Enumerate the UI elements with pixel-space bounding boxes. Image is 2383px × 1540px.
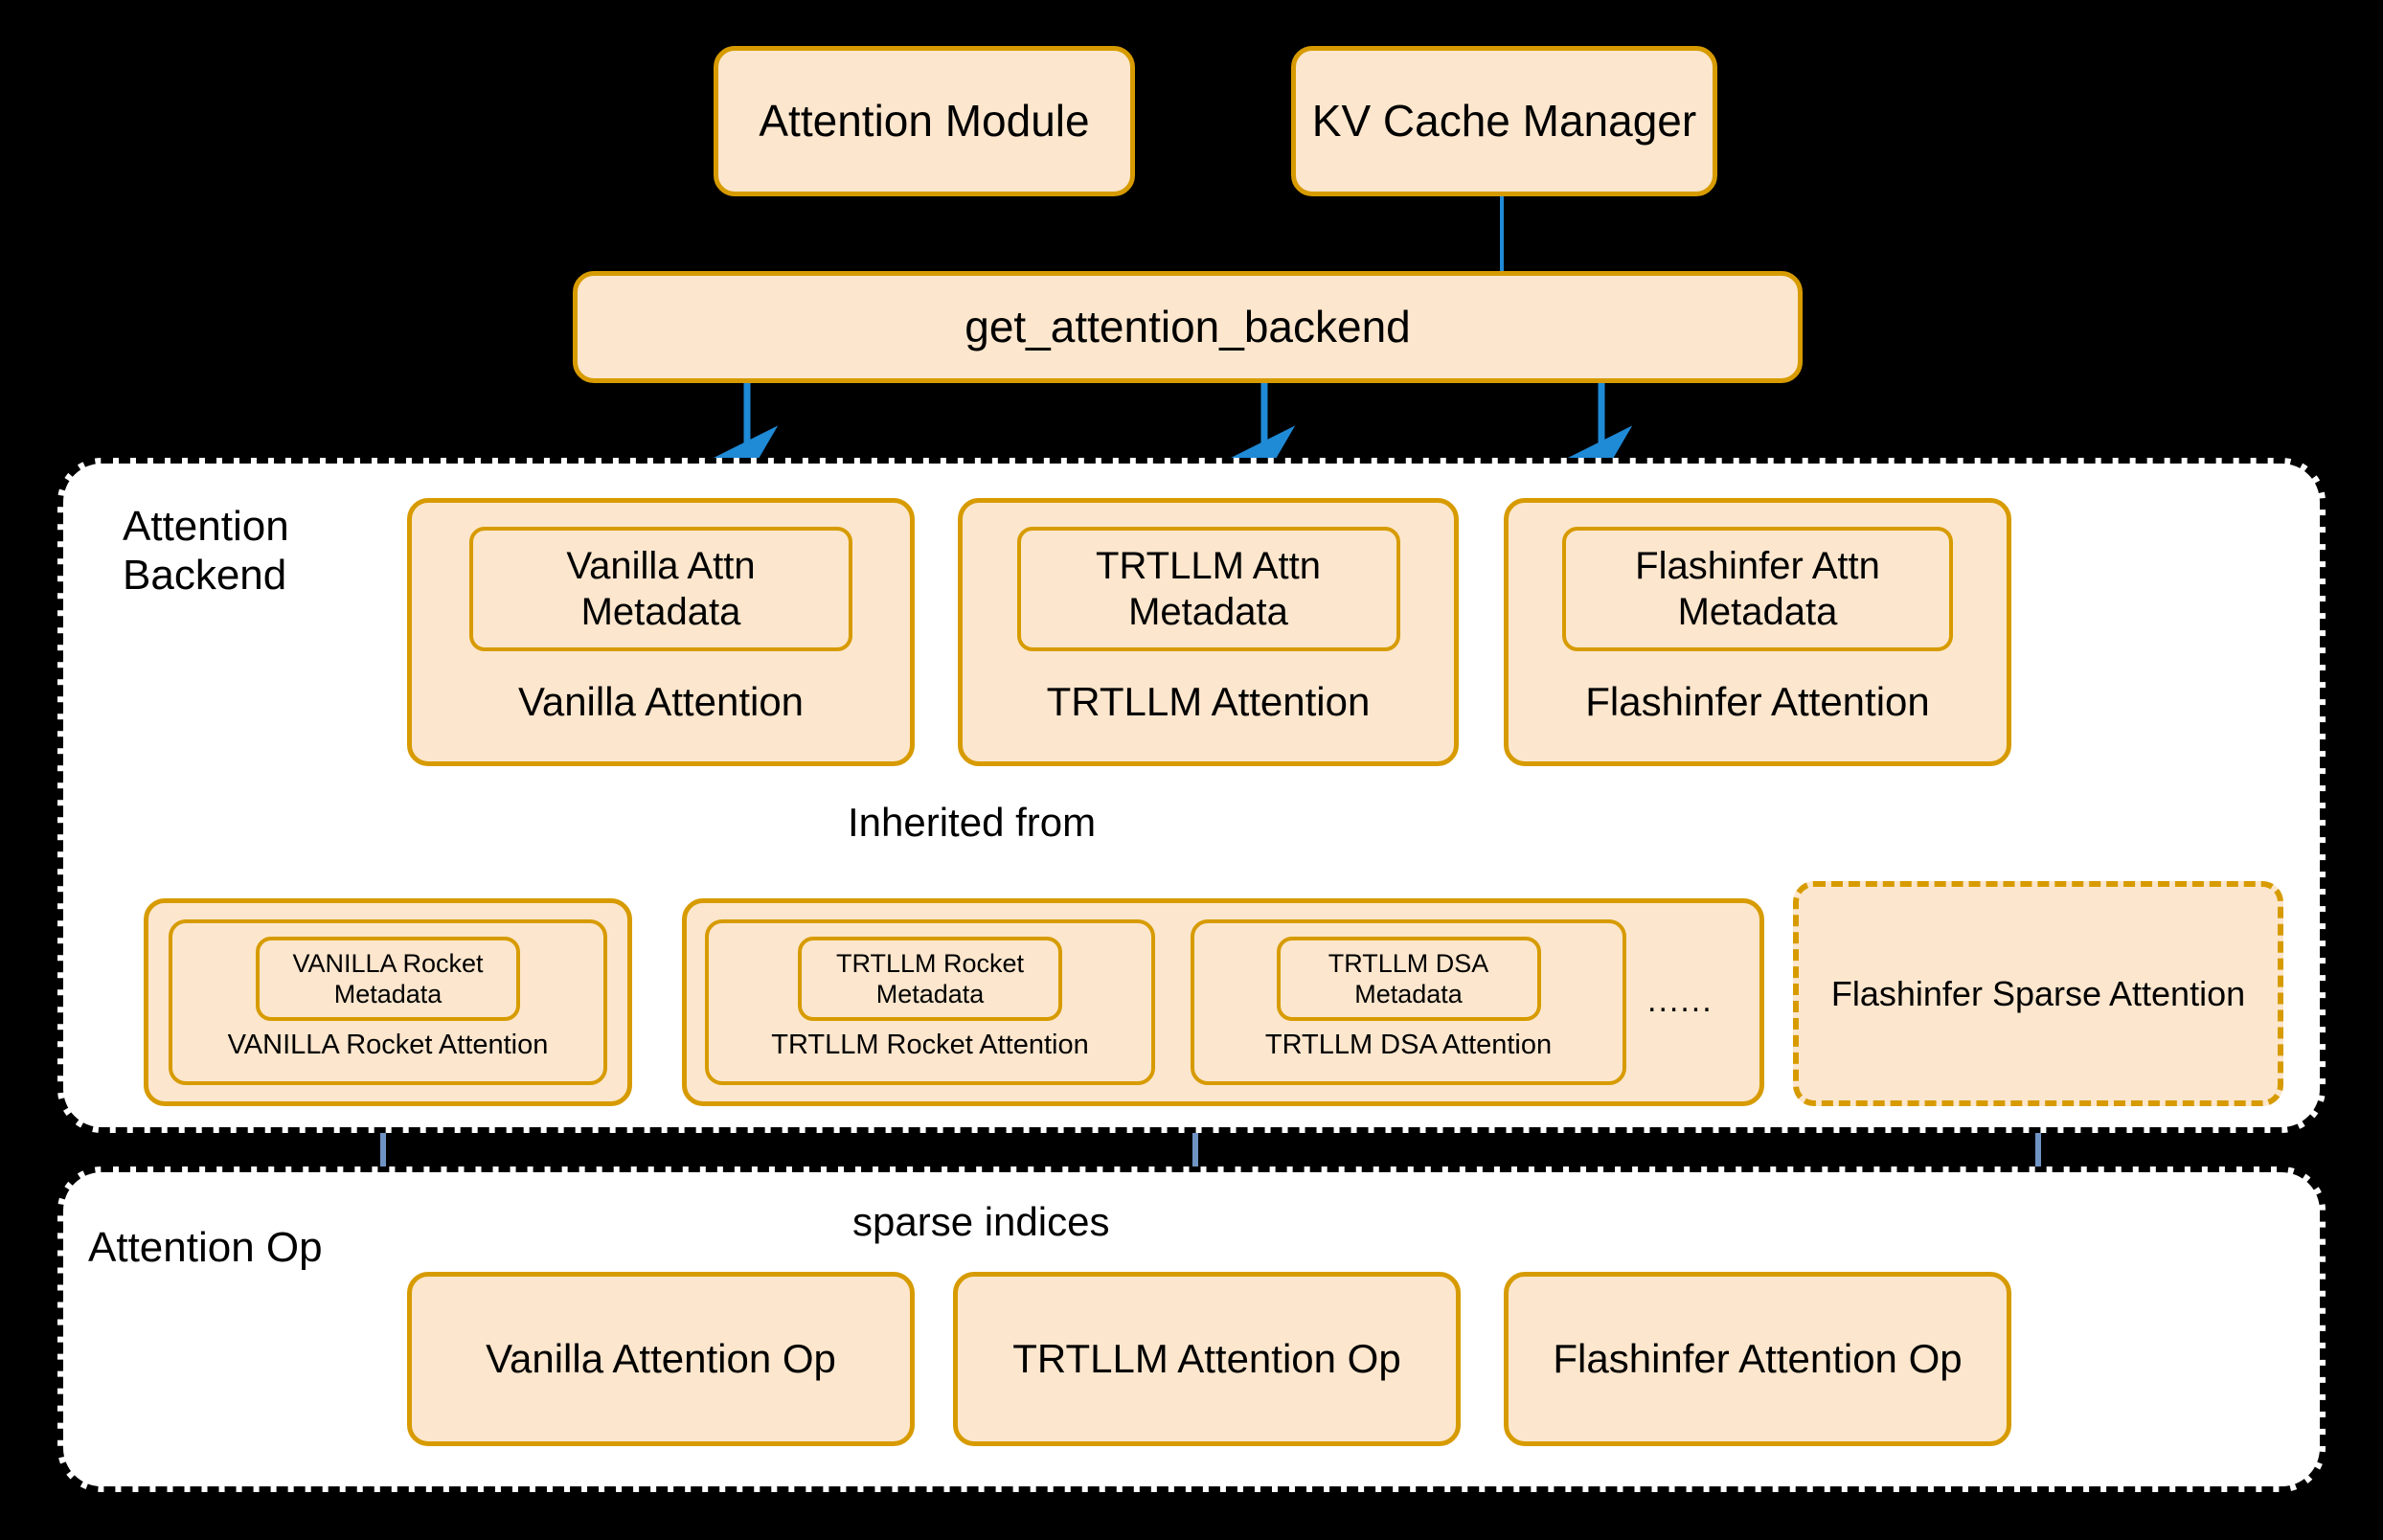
flashinfer-attention-title: Flashinfer Attention (1585, 679, 1930, 724)
vanilla-attention-op-label: Vanilla Attention Op (486, 1336, 836, 1382)
attention-op-section-label: Attention Op (88, 1224, 323, 1271)
get-attention-backend-node[interactable]: get_attention_backend (573, 271, 1803, 383)
attention-module-node[interactable]: Attention Module (714, 46, 1135, 196)
trtllm-dsa-attention-title: TRTLLM DSA Attention (1264, 1030, 1553, 1060)
flashinfer-attention-op-label: Flashinfer Attention Op (1553, 1336, 1963, 1382)
backend-card-trtllm[interactable]: TRTLLM Attn Metadata TRTLLM Attention (958, 498, 1459, 766)
trtllm-dsa-metadata-chip[interactable]: TRTLLM DSA Metadata (1276, 937, 1541, 1021)
get-attention-backend-label: get_attention_backend (965, 302, 1411, 352)
trtllm-attention-title: TRTLLM Attention (1046, 679, 1371, 724)
flashinfer-sparse-attention-node[interactable]: Flashinfer Sparse Attention (1793, 881, 2283, 1106)
sparse-card-trtllm-rocket[interactable]: TRTLLM Rocket Metadata TRTLLM Rocket Att… (705, 919, 1155, 1085)
attention-module-label: Attention Module (759, 96, 1090, 147)
vanilla-attn-metadata-chip[interactable]: Vanilla Attn Metadata (469, 527, 852, 651)
flashinfer-sparse-attention-label: Flashinfer Sparse Attention (1830, 973, 2246, 1013)
kv-cache-manager-node[interactable]: KV Cache Manager (1291, 46, 1717, 196)
backend-card-flashinfer[interactable]: Flashinfer Attn Metadata Flashinfer Atte… (1504, 498, 2011, 766)
trtllm-attn-metadata-chip[interactable]: TRTLLM Attn Metadata (1016, 527, 1400, 651)
more-sparse-backends-ellipsis: ...... (1647, 983, 1713, 1019)
trtllm-attention-op-node[interactable]: TRTLLM Attention Op (953, 1272, 1461, 1446)
vanilla-attention-op-node[interactable]: Vanilla Attention Op (407, 1272, 915, 1446)
vanilla-rocket-metadata-chip[interactable]: VANILLA Rocket Metadata (256, 937, 520, 1021)
attention-backend-section-label: Attention Backend (123, 503, 289, 599)
kv-cache-manager-label: KV Cache Manager (1311, 96, 1697, 147)
flashinfer-attention-op-node[interactable]: Flashinfer Attention Op (1504, 1272, 2011, 1446)
flashinfer-attn-metadata-chip[interactable]: Flashinfer Attn Metadata (1562, 527, 1953, 651)
inherited-from-label: Inherited from (848, 800, 1097, 845)
vanilla-rocket-attention-title: VANILLA Rocket Attention (227, 1030, 549, 1060)
vanilla-attention-title: Vanilla Attention (517, 679, 805, 724)
trtllm-attention-op-label: TRTLLM Attention Op (1012, 1336, 1401, 1382)
sparse-card-vanilla-rocket[interactable]: VANILLA Rocket Metadata VANILLA Rocket A… (169, 919, 607, 1085)
sparse-card-trtllm-dsa[interactable]: TRTLLM DSA Metadata TRTLLM DSA Attention (1191, 919, 1626, 1085)
trtllm-rocket-attention-title: TRTLLM Rocket Attention (771, 1030, 1089, 1060)
backend-card-vanilla[interactable]: Vanilla Attn Metadata Vanilla Attention (407, 498, 915, 766)
trtllm-rocket-metadata-chip[interactable]: TRTLLM Rocket Metadata (798, 937, 1062, 1021)
sparse-indices-label: sparse indices (852, 1199, 1110, 1244)
